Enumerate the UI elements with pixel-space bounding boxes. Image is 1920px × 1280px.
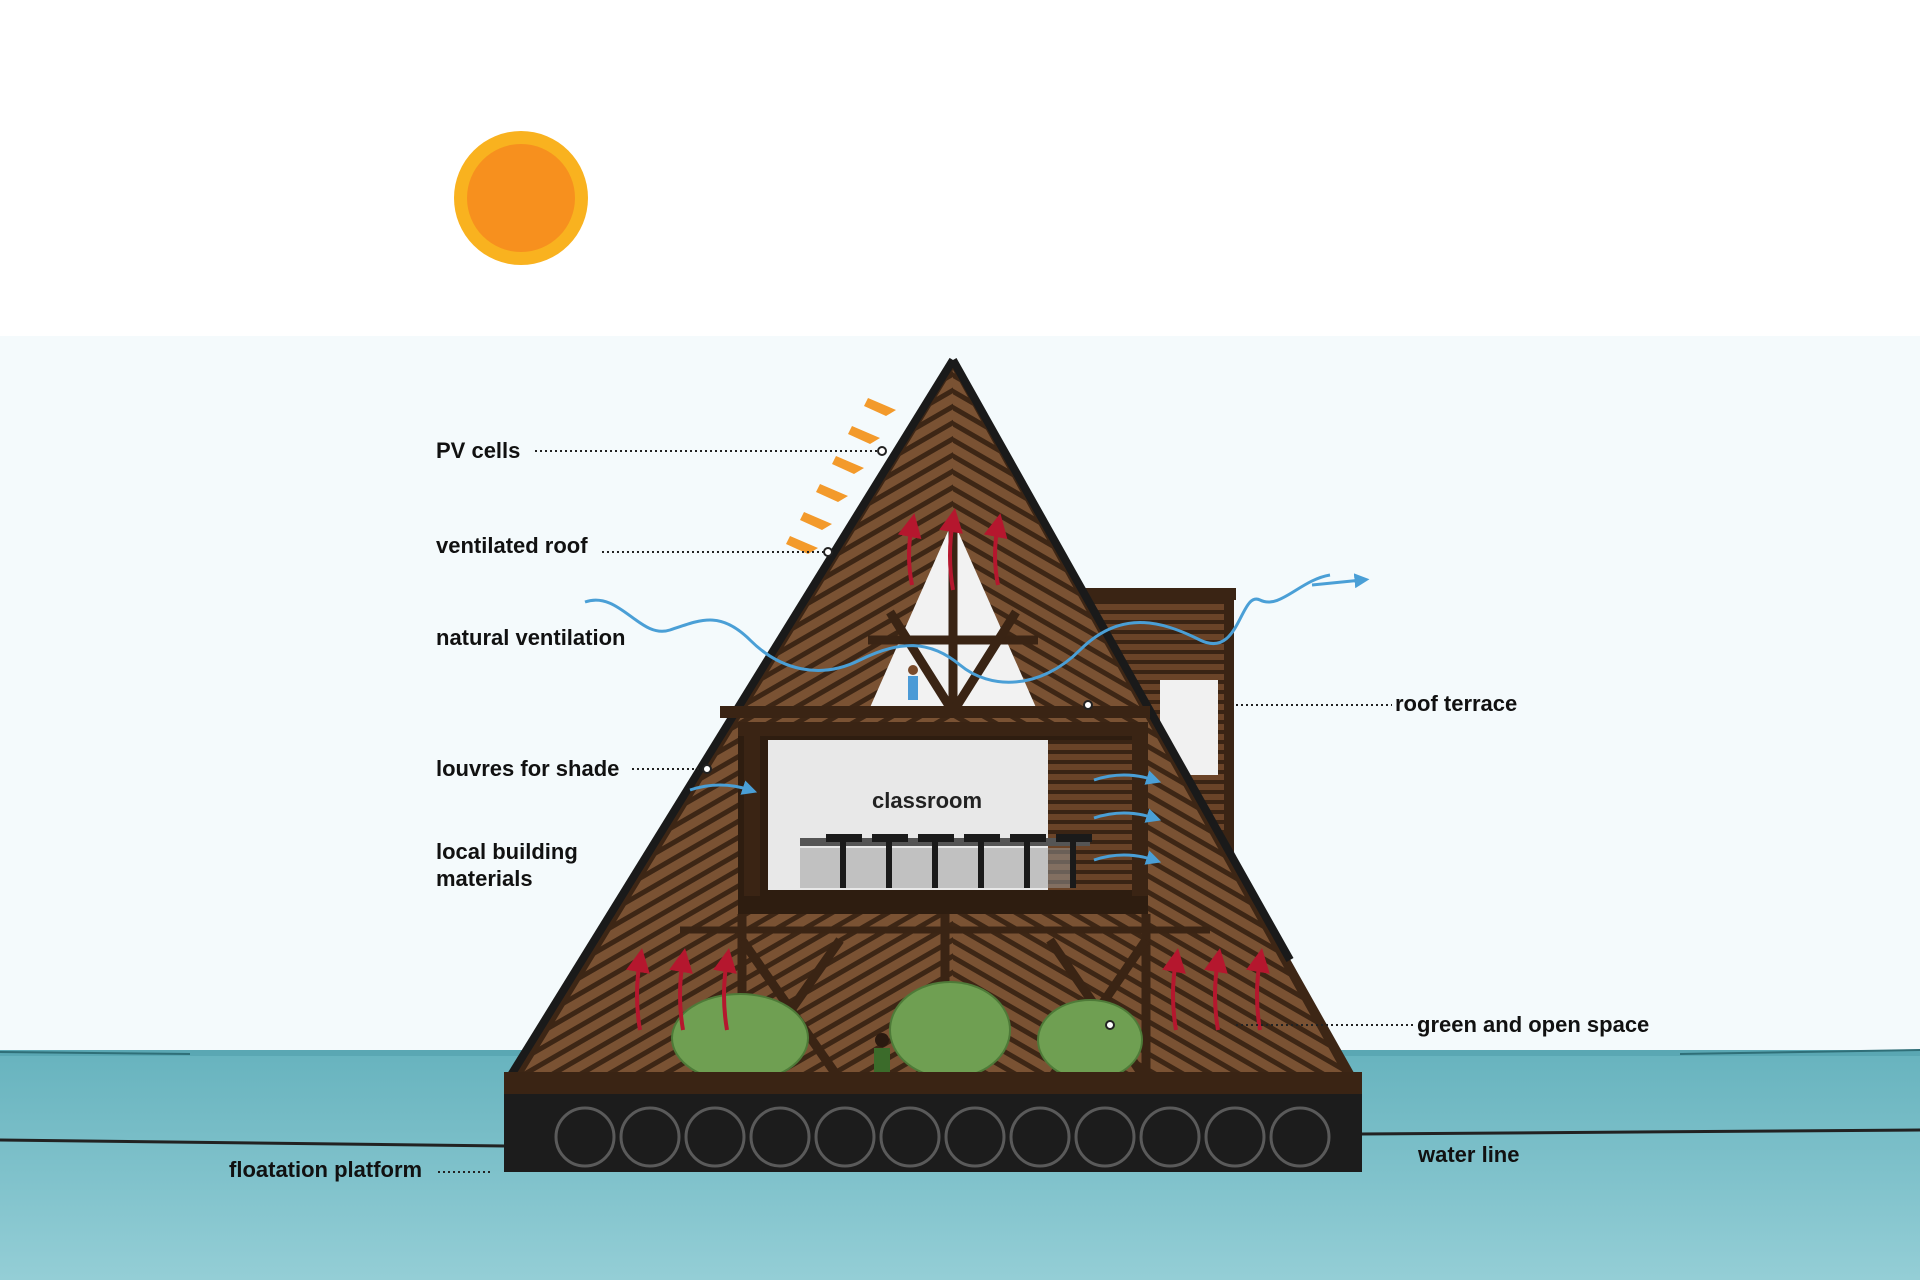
tree-icon [671, 981, 1143, 1083]
leader-lines [438, 450, 1415, 1173]
sun-ray-icon [786, 398, 896, 554]
label-louvres-for-shade: louvres for shade [436, 756, 620, 781]
label-roof-terrace: roof terrace [1395, 691, 1518, 716]
floatation-platform [504, 1072, 1362, 1172]
air-flow-icon [584, 573, 1370, 865]
label-ventilated-roof: ventilated roof [436, 533, 588, 558]
label-natural-ventilation: natural ventilation [436, 625, 626, 650]
label-classroom: classroom [872, 788, 983, 813]
person-icon [874, 665, 918, 1072]
label-water-line: water line [1418, 1142, 1520, 1167]
water-line [0, 1138, 506, 1148]
classroom-desks [800, 834, 1092, 888]
label-local-building-materials: local building materials [436, 839, 578, 891]
label-green-and-open-space: green and open space [1417, 1012, 1650, 1037]
label-pv-cells: PV cells [436, 438, 521, 463]
leader-dots [702, 446, 1115, 1030]
attic-frame [720, 520, 1150, 718]
sun-icon [454, 131, 588, 265]
label-floatation-platform: floatation platform [229, 1157, 423, 1182]
heat-arrow-icon [626, 508, 1270, 1031]
classroom-level [738, 722, 1148, 914]
